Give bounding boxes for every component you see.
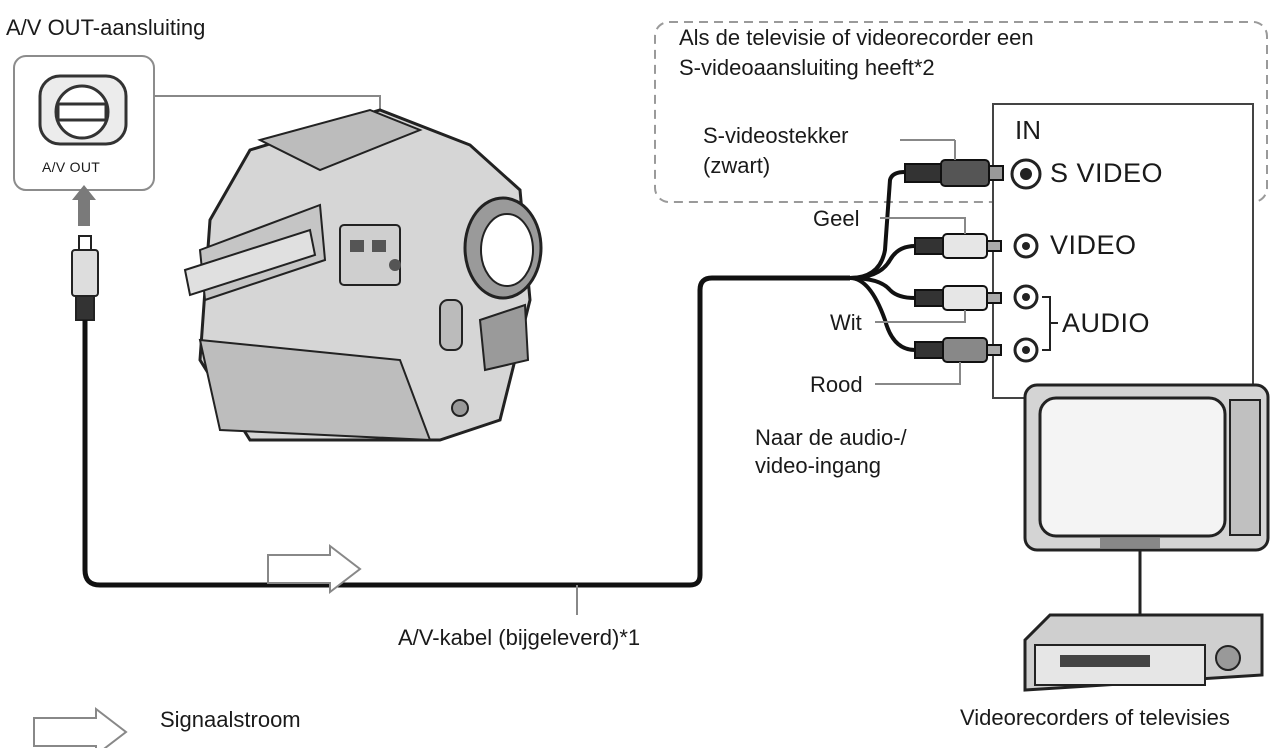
to-input-label-line2: video-ingang bbox=[755, 453, 881, 478]
signal-flow-label: Signaalstroom bbox=[160, 707, 301, 732]
white-callout-line bbox=[875, 310, 966, 323]
red-label: Rood bbox=[810, 372, 863, 397]
svideo-box-line2: S-videoaansluiting heeft*2 bbox=[679, 55, 935, 80]
plug-in-arrow-icon bbox=[72, 185, 96, 226]
svideo-port-icon bbox=[1010, 158, 1042, 190]
signal-flow-arrow-icon bbox=[267, 543, 362, 595]
audio-label: AUDIO bbox=[1062, 308, 1151, 338]
yellow-label: Geel bbox=[813, 206, 860, 231]
signal-flow-legend-icon bbox=[33, 706, 128, 748]
av-out-jack-label: A/V OUT bbox=[42, 159, 101, 175]
rca-plugs bbox=[849, 244, 916, 352]
devices-label: Videorecorders of televisies bbox=[960, 705, 1230, 730]
video-label: VIDEO bbox=[1050, 230, 1137, 260]
av-plug-icon bbox=[71, 235, 99, 321]
rca-jack-icon bbox=[1013, 233, 1039, 363]
svideo-plug-label-line1: S-videostekker bbox=[703, 123, 849, 148]
rca-plug-white-icon bbox=[914, 285, 1002, 311]
vcr-icon bbox=[1023, 613, 1264, 692]
audio-bracket bbox=[1042, 296, 1058, 351]
rca-plug-red-icon bbox=[914, 337, 1002, 363]
rca-plug-yellow-icon bbox=[914, 233, 1002, 259]
in-label: IN bbox=[1015, 115, 1041, 145]
yellow-callout-line bbox=[880, 217, 966, 234]
svideo-callout-box bbox=[654, 21, 1268, 203]
red-callout-line bbox=[875, 362, 961, 385]
av-cable bbox=[82, 275, 850, 588]
av-cable-label: A/V-kabel (bijgeleverd)*1 bbox=[398, 625, 641, 650]
television-icon bbox=[1023, 383, 1270, 552]
camcorder-icon bbox=[183, 108, 543, 442]
av-out-connector-label: A/V OUT-aansluiting bbox=[6, 15, 206, 40]
s-video-label: S VIDEO bbox=[1050, 158, 1164, 188]
to-input-label-line1: Naar de audio-/ bbox=[755, 425, 907, 450]
svideo-box-line1: Als de televisie of videorecorder een bbox=[679, 25, 1034, 50]
white-label: Wit bbox=[830, 310, 862, 335]
svideo-plug-label-line2: (zwart) bbox=[703, 153, 771, 178]
av-out-jack-icon bbox=[13, 55, 155, 191]
